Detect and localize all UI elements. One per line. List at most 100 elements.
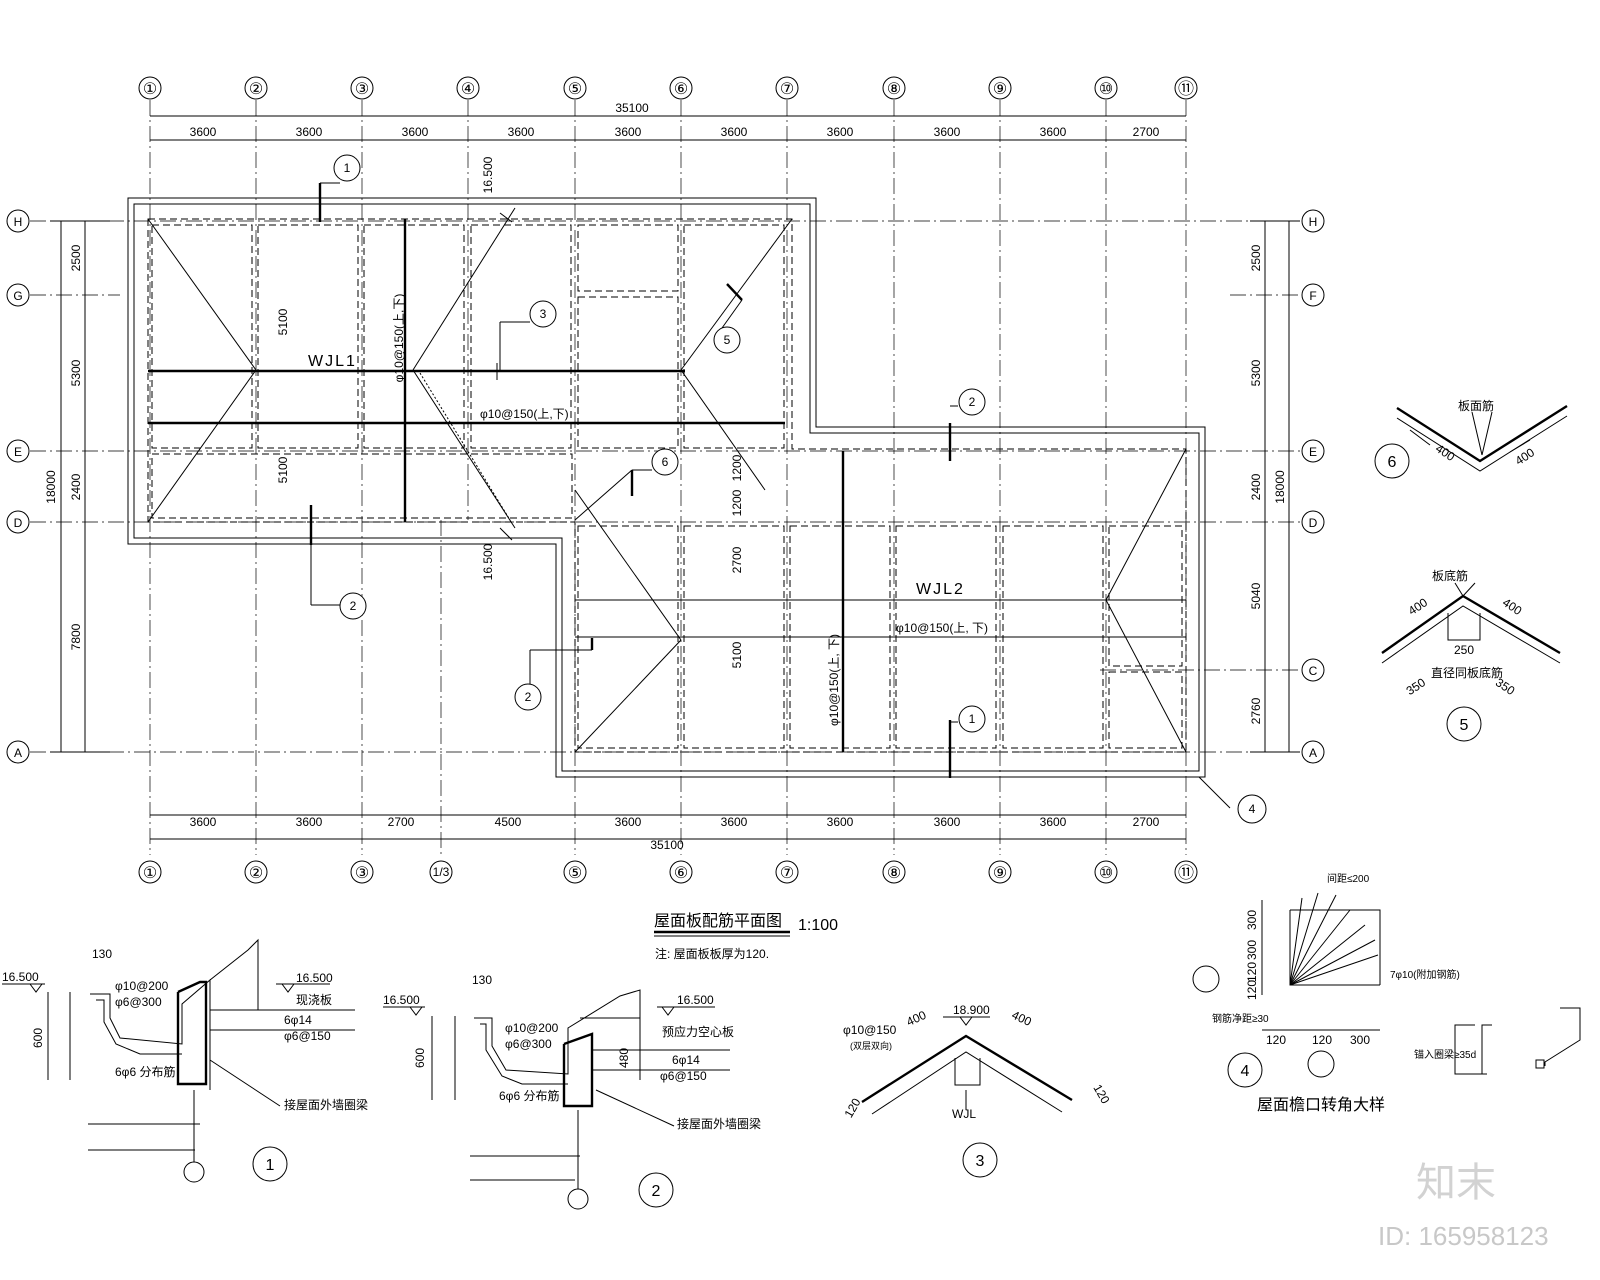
svg-text:WJL2: WJL2 — [916, 581, 965, 598]
axis-bubbles-left — [6, 209, 30, 764]
svg-text:WJL: WJL — [952, 1107, 976, 1121]
svg-text:H: H — [14, 215, 23, 229]
svg-text:H: H — [1309, 215, 1318, 229]
detail-3: 18.900 φ10@150 (双层双向) 400 400 120 120 WJ… — [841, 1003, 1113, 1178]
svg-text:1/3: 1/3 — [433, 865, 450, 879]
svg-text:⑤: ⑤ — [568, 865, 582, 882]
svg-text:⑪: ⑪ — [1178, 864, 1194, 882]
watermark: 知末 ID: 165958123 — [1378, 1161, 1549, 1251]
svg-text:④: ④ — [461, 81, 475, 98]
svg-text:G: G — [13, 289, 22, 303]
svg-text:φ6@300: φ6@300 — [505, 1037, 552, 1051]
svg-text:2500: 2500 — [1249, 244, 1263, 271]
svg-text:3600: 3600 — [721, 125, 748, 139]
svg-text:③: ③ — [355, 81, 369, 98]
svg-text:F: F — [1309, 289, 1316, 303]
ridge-beams — [148, 219, 1186, 752]
axis-labels-top: ① ② ③ ④ ⑤ ⑥ ⑦ ⑧ ⑨ ⑩ ⑪ — [143, 80, 1194, 98]
svg-text:⑨: ⑨ — [993, 865, 1007, 882]
svg-text:直径同板底筋: 直径同板底筋 — [1431, 665, 1503, 680]
svg-text:3600: 3600 — [508, 125, 535, 139]
svg-text:16.500: 16.500 — [481, 543, 495, 580]
svg-text:⑥: ⑥ — [674, 865, 688, 882]
plan-annotations: WJL1 WJL2 φ10@150(上,下) φ10@150(上,下) φ10@… — [276, 156, 1256, 816]
svg-text:3600: 3600 — [827, 125, 854, 139]
svg-text:18000: 18000 — [1273, 470, 1287, 504]
dim-bottom: 3600 3600 2700 4500 3600 3600 3600 3600 … — [190, 815, 1160, 852]
svg-text:1:100: 1:100 — [798, 917, 838, 934]
svg-text:5300: 5300 — [69, 359, 83, 386]
svg-text:2760: 2760 — [1249, 697, 1263, 724]
svg-text:400: 400 — [1406, 595, 1431, 618]
svg-text:16.500: 16.500 — [296, 971, 333, 985]
svg-text:350: 350 — [1404, 675, 1429, 698]
svg-text:D: D — [14, 516, 23, 530]
svg-text:φ10@150(上, 下): φ10@150(上, 下) — [896, 621, 988, 635]
svg-text:E: E — [1309, 445, 1317, 459]
svg-text:(双层双向): (双层双向) — [850, 1040, 892, 1051]
svg-text:3600: 3600 — [615, 815, 642, 829]
svg-text:300: 300 — [1245, 940, 1259, 960]
svg-text:600: 600 — [413, 1048, 427, 1068]
dim-left: 18000 2500 5300 2400 7800 — [44, 244, 83, 650]
svg-text:D: D — [1309, 516, 1318, 530]
svg-text:5100: 5100 — [730, 641, 744, 668]
svg-text:3: 3 — [540, 307, 547, 321]
svg-text:①: ① — [143, 865, 157, 882]
svg-text:②: ② — [249, 865, 263, 882]
svg-text:C: C — [1309, 664, 1318, 678]
svg-text:3600: 3600 — [402, 125, 429, 139]
svg-text:1: 1 — [969, 712, 976, 726]
svg-text:②: ② — [249, 81, 263, 98]
dim-top: 35100 3600 3600 3600 3600 3600 3600 3600… — [190, 101, 1160, 139]
svg-text:35100: 35100 — [615, 101, 649, 115]
axis-labels-left: H G E D A — [13, 215, 22, 760]
svg-text:⑦: ⑦ — [780, 81, 794, 98]
svg-text:250: 250 — [1454, 643, 1474, 657]
svg-text:16.500: 16.500 — [2, 970, 39, 984]
svg-text:2700: 2700 — [388, 815, 415, 829]
axis-labels-right: H F E D C A — [1309, 215, 1318, 760]
axis-bubbles-top — [138, 76, 1198, 100]
svg-text:4500: 4500 — [495, 815, 522, 829]
svg-text:120: 120 — [841, 1096, 863, 1121]
svg-text:⑩: ⑩ — [1099, 865, 1113, 882]
svg-text:3600: 3600 — [1040, 125, 1067, 139]
svg-text:1: 1 — [266, 1157, 275, 1174]
svg-text:3600: 3600 — [934, 815, 961, 829]
svg-text:5: 5 — [724, 333, 731, 347]
svg-text:板底筋: 板底筋 — [1432, 568, 1468, 583]
axis-bubbles-right — [1301, 209, 1325, 764]
svg-text:18000: 18000 — [44, 470, 58, 504]
svg-text:板面筋: 板面筋 — [1458, 398, 1494, 413]
svg-text:16.500: 16.500 — [481, 156, 495, 193]
svg-text:5100: 5100 — [276, 308, 290, 335]
svg-text:⑨: ⑨ — [993, 81, 1007, 98]
detail-4: 间距≤200 7φ10(附加钢筋) 钢筋净距≥30 300 300 120 12… — [1192, 872, 1581, 1114]
svg-text:6φ6 分布筋: 6φ6 分布筋 — [499, 1088, 559, 1103]
svg-text:120: 120 — [1266, 1033, 1286, 1047]
svg-text:⑪: ⑪ — [1178, 80, 1194, 98]
svg-text:3: 3 — [976, 1153, 985, 1170]
svg-text:φ6@150: φ6@150 — [660, 1069, 707, 1083]
svg-text:3600: 3600 — [721, 815, 748, 829]
svg-text:⑧: ⑧ — [887, 81, 901, 98]
hip-lines — [147, 207, 1187, 753]
svg-text:1200: 1200 — [730, 489, 744, 516]
svg-text:3600: 3600 — [827, 815, 854, 829]
svg-text:屋面板配筋平面图: 屋面板配筋平面图 — [654, 912, 782, 930]
panel-grid — [151, 224, 1183, 749]
svg-text:2400: 2400 — [69, 473, 83, 500]
dimension-lines — [50, 115, 1300, 840]
svg-text:2700: 2700 — [730, 546, 744, 573]
svg-text:3600: 3600 — [190, 815, 217, 829]
svg-text:6φ14: 6φ14 — [284, 1013, 312, 1027]
svg-text:3600: 3600 — [934, 125, 961, 139]
svg-text:ID: 165958123: ID: 165958123 — [1378, 1221, 1549, 1251]
svg-text:4: 4 — [1241, 1063, 1250, 1080]
svg-text:预应力空心板: 预应力空心板 — [662, 1024, 734, 1039]
svg-text:5100: 5100 — [276, 456, 290, 483]
svg-text:5040: 5040 — [1249, 582, 1263, 609]
svg-text:接屋面外墙圈梁: 接屋面外墙圈梁 — [677, 1116, 761, 1131]
